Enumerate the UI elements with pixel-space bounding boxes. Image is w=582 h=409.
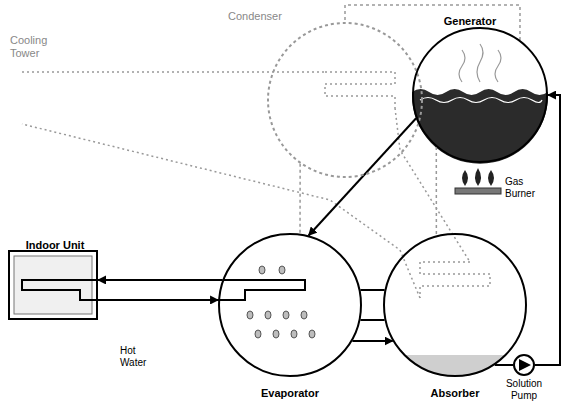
label-holder: Cooling Tower	[10, 34, 62, 60]
condensate-line	[299, 164, 301, 234]
drop	[273, 330, 279, 338]
generator-vessel-wall	[413, 28, 547, 162]
drop	[279, 266, 285, 274]
label-holder: Absorber	[431, 383, 480, 401]
absorber-vessel-wall	[384, 234, 526, 376]
neck-wall	[360, 289, 384, 291]
solution-pump: Solution Pump	[513, 354, 535, 376]
generator-solution	[412, 44, 548, 164]
absorber-coil	[420, 262, 490, 298]
hot-water-supply-pipe	[98, 279, 222, 281]
coil-pipe	[218, 280, 305, 300]
vessel-label: Evaporator	[261, 387, 319, 400]
burner-plate	[455, 188, 501, 194]
drop	[291, 330, 297, 338]
drop	[283, 311, 289, 319]
solution-pipe	[495, 364, 513, 366]
vessel-label: Absorber	[431, 387, 480, 400]
vessel-neck	[360, 290, 384, 320]
drop	[259, 266, 265, 274]
evaporator-coil	[218, 280, 305, 300]
flame	[488, 170, 494, 186]
flame	[462, 170, 468, 186]
absorber-vessel-outline	[383, 233, 527, 377]
indoor-coil	[22, 280, 96, 300]
vapor-wisp	[459, 50, 465, 82]
solution-return-line	[436, 147, 438, 235]
vessel-label: Condenser	[228, 10, 282, 23]
liquid-surface-wave	[420, 98, 542, 103]
evaporator-vessel: Evaporator	[218, 233, 362, 377]
indoor-unit-box: Indoor Unit	[8, 250, 98, 320]
refrigerant-vapor-pipe	[309, 118, 416, 235]
label-holder: Gas Burner	[505, 176, 549, 200]
indoor-panel	[14, 256, 92, 314]
generator-vessel: Generator	[412, 27, 548, 163]
flow-arrow	[352, 340, 392, 342]
label-holder: Solution Pump	[499, 378, 549, 402]
drop	[255, 330, 261, 338]
condenser-vessel-outline	[267, 22, 423, 178]
cooling-supply-pipe	[22, 71, 325, 73]
pump-symbol	[519, 359, 531, 371]
solution-pump-wall	[514, 355, 534, 375]
cooling-tower-label: Cooling Tower	[10, 34, 62, 60]
drop	[265, 311, 271, 319]
vapor-line	[345, 5, 520, 40]
gas-burner-symbol	[455, 168, 501, 194]
flame	[475, 168, 481, 186]
condenser-vessel-wall	[268, 23, 422, 177]
drop	[309, 330, 315, 338]
neck-wall	[360, 319, 384, 321]
vessel-label: Solution Pump	[499, 378, 549, 402]
solution-liquid	[412, 89, 548, 164]
label-holder: Hot Water	[120, 345, 162, 369]
vapor-wisp	[477, 44, 483, 82]
condenser-coil	[325, 72, 395, 108]
label-holder: Indoor Unit	[26, 235, 85, 253]
vapor-wisps	[459, 44, 501, 82]
burner-label: Gas Burner	[505, 176, 549, 200]
vessel-label: Generator	[444, 15, 497, 28]
label-holder: Generator	[444, 11, 497, 29]
solution-pump-outline	[513, 354, 535, 376]
solution-pipe	[535, 95, 560, 365]
evaporator-vessel-outline	[218, 233, 362, 377]
water-label: Hot Water	[120, 345, 162, 369]
drop	[247, 311, 253, 319]
evaporator-vessel-wall	[219, 234, 361, 376]
absorber-vessel: Absorber	[383, 233, 527, 377]
water-drops	[247, 266, 315, 338]
indoor-unit-body	[14, 256, 96, 314]
condenser-vessel: Condenser	[267, 22, 423, 178]
label-holder: Evaporator	[261, 383, 319, 401]
hot-water-return-pipe	[98, 299, 218, 301]
vapor-wisp	[495, 50, 501, 82]
label-holder: Condenser	[228, 6, 282, 24]
drop	[301, 311, 307, 319]
vessel-label: Indoor Unit	[26, 239, 85, 252]
generator-vessel-outline	[412, 27, 548, 163]
